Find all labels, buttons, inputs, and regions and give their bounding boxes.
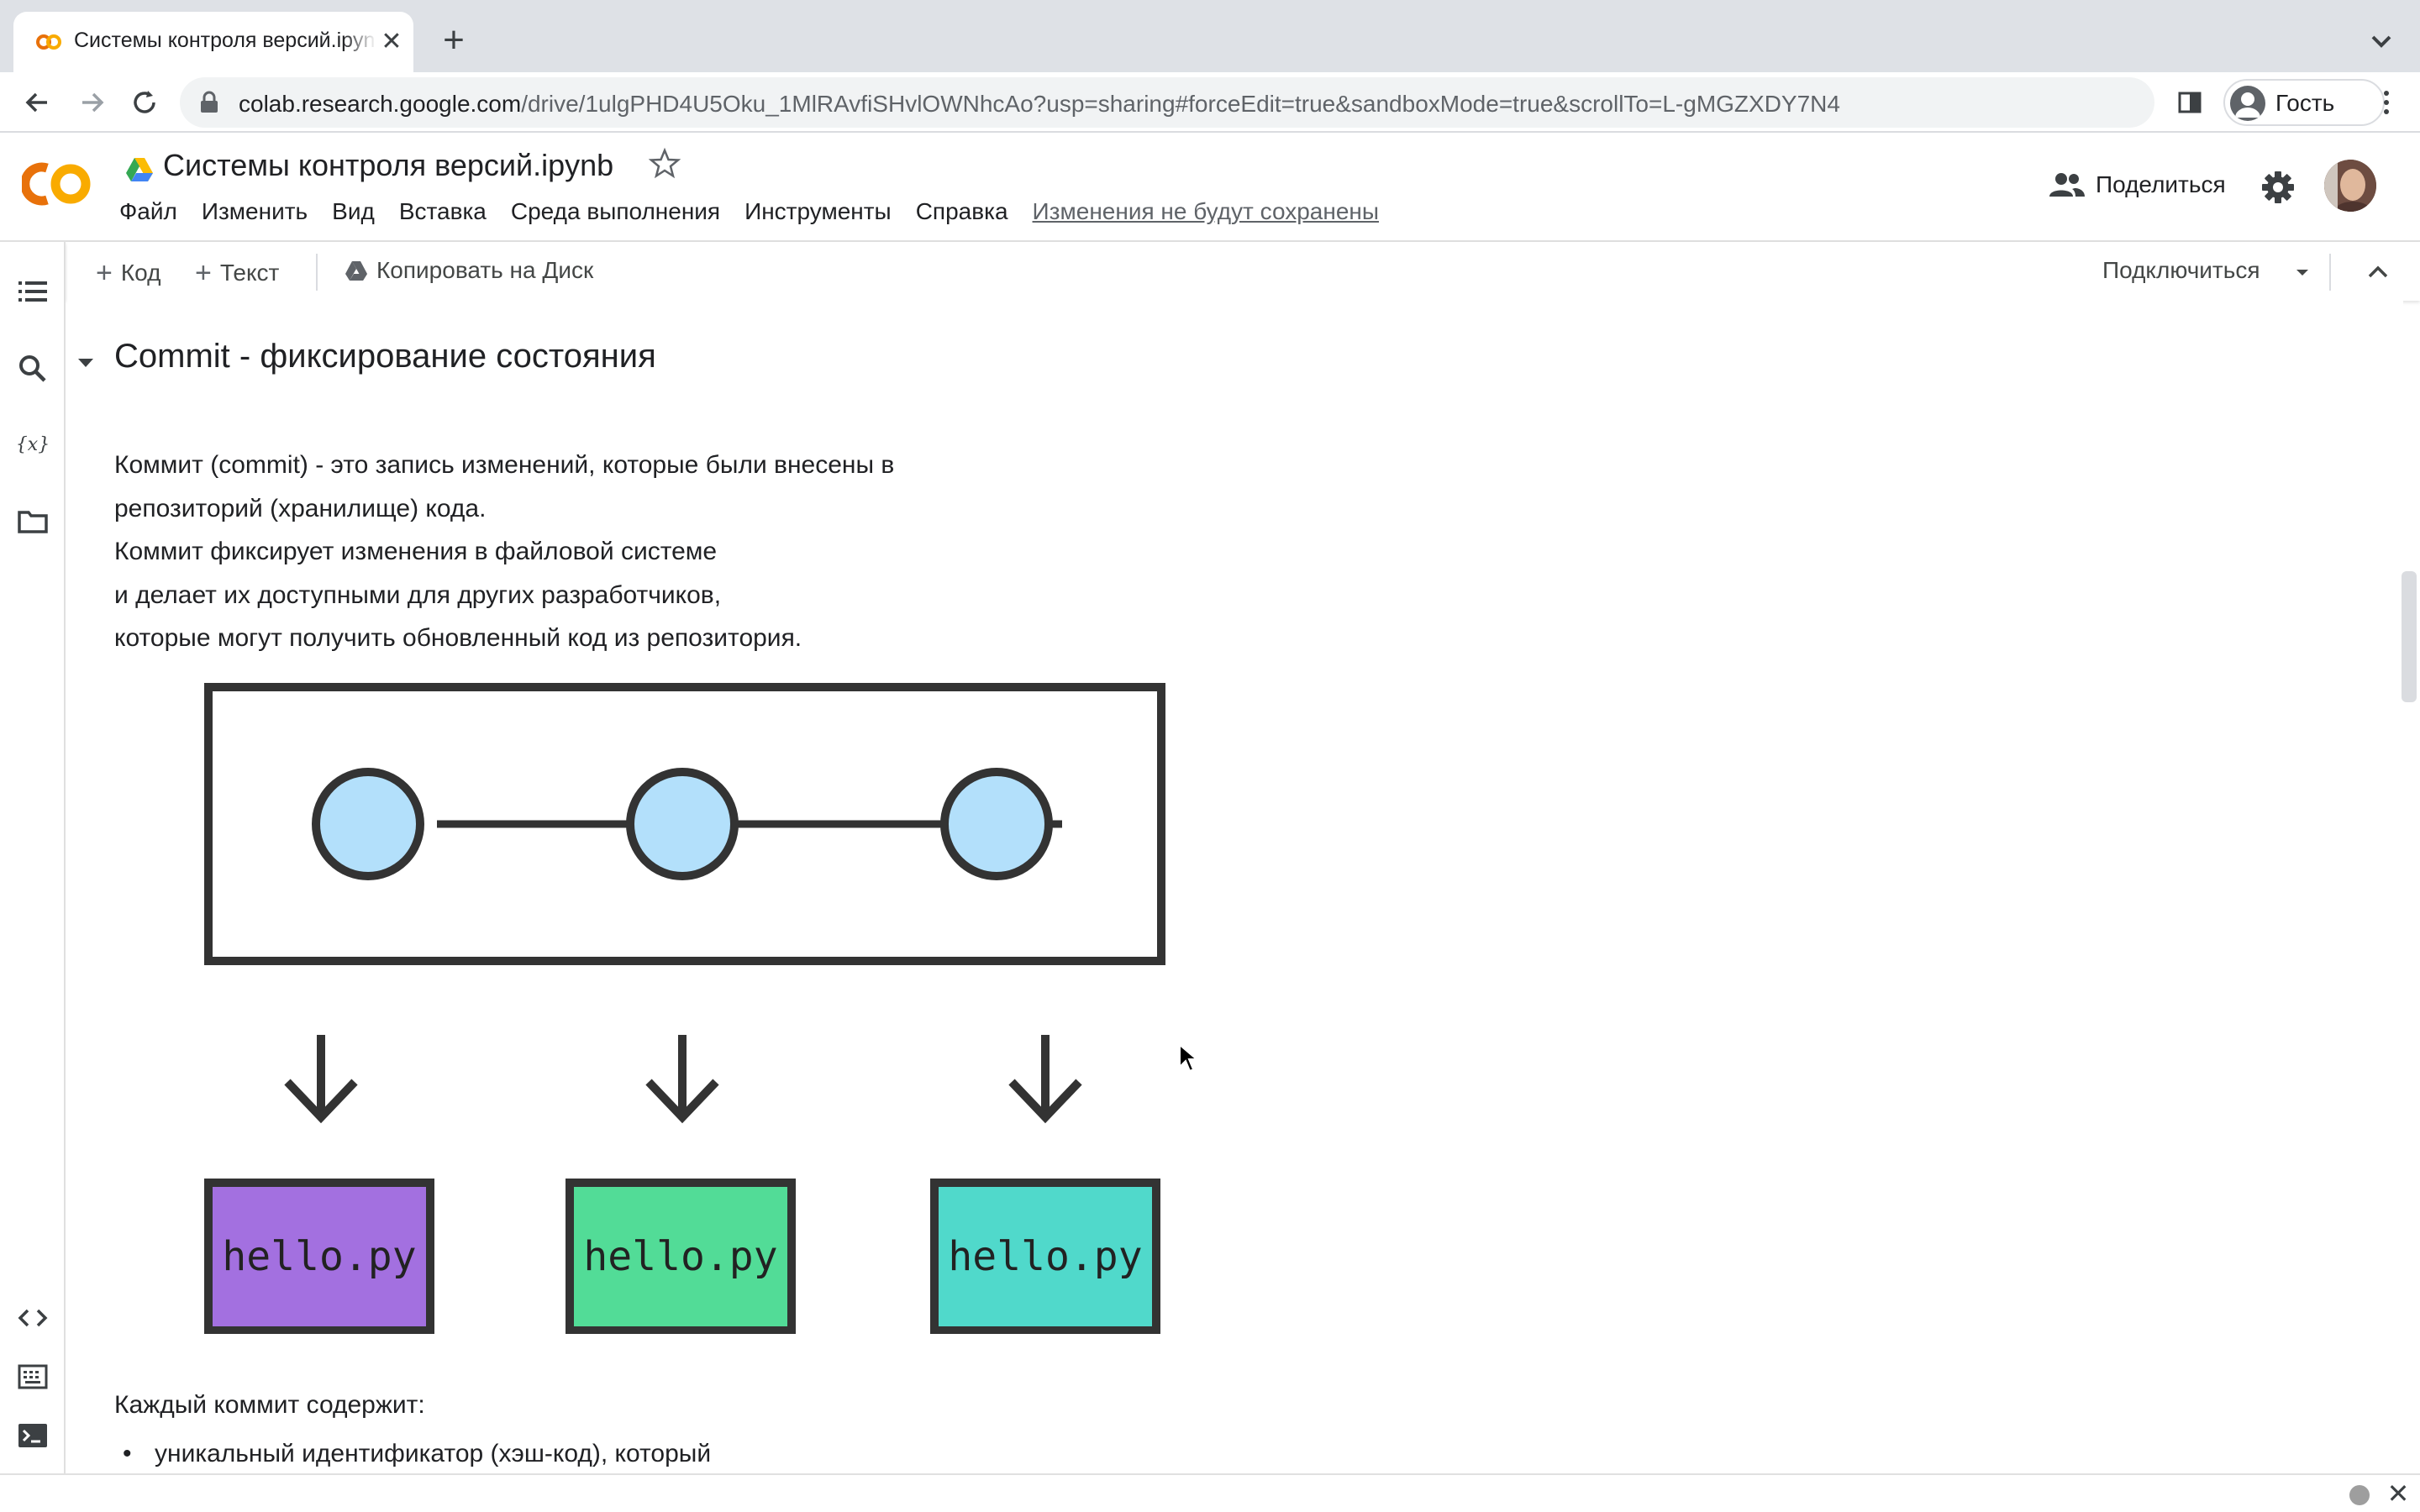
guest-avatar-icon bbox=[2230, 86, 2265, 121]
profile-button[interactable]: Гость bbox=[2223, 79, 2385, 126]
side-panel-icon[interactable] bbox=[2176, 89, 2203, 116]
share-label: Поделиться bbox=[2096, 171, 2226, 197]
variables-icon[interactable]: {x} bbox=[15, 427, 50, 462]
file-label-2: hello.py bbox=[583, 1233, 777, 1280]
lock-icon[interactable] bbox=[198, 91, 220, 114]
browser-tab[interactable]: Системы контроля версий.ipynb ✕ bbox=[13, 12, 413, 72]
file-box-1 bbox=[204, 1179, 434, 1334]
add-code-button[interactable]: + Код bbox=[96, 257, 161, 289]
paragraph-line: репозиторий (хранилище) кода. bbox=[114, 494, 487, 522]
copy-to-drive-label: Копировать на Диск bbox=[376, 257, 594, 283]
toolbar-divider bbox=[316, 254, 318, 291]
tab-close-icon[interactable]: ✕ bbox=[381, 28, 402, 55]
menu-tools[interactable]: Инструменты bbox=[744, 198, 892, 224]
menu-help[interactable]: Справка bbox=[915, 198, 1008, 224]
commit-node-1 bbox=[312, 768, 424, 880]
file-label-3: hello.py bbox=[948, 1233, 1142, 1280]
add-code-label: Код bbox=[120, 260, 161, 286]
files-icon[interactable] bbox=[15, 504, 50, 539]
commit-contains-label: Каждый коммит содержит: bbox=[114, 1391, 425, 1419]
menu-insert[interactable]: Вставка bbox=[398, 198, 487, 224]
url-text[interactable]: colab.research.google.com/drive/1ulgPHD4… bbox=[239, 91, 1840, 118]
colab-logo-icon[interactable] bbox=[22, 155, 94, 213]
status-bar: ✕ bbox=[0, 1473, 2420, 1512]
connect-button[interactable]: Подключиться bbox=[2102, 257, 2260, 283]
add-text-button[interactable]: + Текст bbox=[195, 257, 280, 289]
plus-icon: + bbox=[96, 257, 113, 289]
command-palette-icon[interactable] bbox=[15, 1359, 50, 1394]
colab-favicon-icon bbox=[36, 34, 61, 50]
section-heading: Commit - фиксирование состояния bbox=[114, 338, 656, 375]
file-box-2 bbox=[566, 1179, 796, 1334]
gear-icon[interactable] bbox=[2260, 170, 2296, 205]
back-icon[interactable] bbox=[20, 86, 54, 119]
notebook-title[interactable]: Системы контроля версий.ipynb bbox=[163, 148, 614, 182]
close-icon[interactable]: ✕ bbox=[2386, 1478, 2410, 1509]
drive-icon bbox=[345, 261, 367, 281]
new-tab-button[interactable]: + bbox=[443, 19, 465, 60]
profile-name: Гость bbox=[2275, 90, 2335, 116]
toolbar-divider bbox=[2329, 254, 2331, 291]
arrow-down-icon bbox=[645, 1035, 719, 1124]
arrow-down-icon bbox=[284, 1035, 358, 1124]
terminal-icon[interactable] bbox=[15, 1418, 50, 1453]
browser-toolbar: colab.research.google.com/drive/1ulgPHD4… bbox=[0, 72, 2420, 133]
notebook-toolbar: + Код + Текст Копировать на Диск Подключит… bbox=[67, 242, 2420, 301]
paragraph-line: Коммит (commit) - это запись изменений, … bbox=[114, 451, 895, 479]
search-icon[interactable] bbox=[15, 351, 50, 386]
file-box-3 bbox=[930, 1179, 1160, 1334]
code-snippets-icon[interactable] bbox=[15, 1300, 50, 1336]
tab-title: Системы контроля версий.ipynb bbox=[74, 29, 376, 53]
commit-diagram: hello.py hello.py hello.py bbox=[204, 683, 1165, 1334]
reload-icon[interactable] bbox=[128, 86, 161, 119]
more-vert-icon[interactable] bbox=[2370, 86, 2403, 119]
add-text-label: Текст bbox=[219, 260, 280, 286]
paragraph-line: Коммит фиксирует изменения в файловой си… bbox=[114, 538, 718, 565]
left-sidebar: {x} bbox=[0, 242, 66, 1473]
google-drive-icon[interactable] bbox=[124, 156, 155, 183]
browser-tab-strip: Системы контроля версий.ipynb ✕ + bbox=[0, 0, 2420, 72]
menu-file[interactable]: Файл bbox=[119, 198, 177, 224]
commit-node-2 bbox=[626, 768, 739, 880]
notebook-content: Commit - фиксирование состояния Коммит (… bbox=[67, 301, 2403, 1473]
unsaved-changes-link[interactable]: Изменения не будут сохранены bbox=[1032, 198, 1379, 224]
runtime-status-icon[interactable] bbox=[2349, 1485, 2370, 1505]
file-label-1: hello.py bbox=[222, 1233, 416, 1280]
copy-to-drive-button[interactable]: Копировать на Диск bbox=[345, 257, 593, 287]
url-path: /drive/1ulgPHD4U5Oku_1MlRAvfiSHvlOWNhcAo… bbox=[521, 91, 1840, 117]
tab-list-icon[interactable] bbox=[2363, 25, 2400, 59]
colab-header: Системы контроля версий.ipynb Файл Измен… bbox=[0, 133, 2420, 242]
svg-text:{x}: {x} bbox=[16, 434, 50, 455]
arrow-down-icon bbox=[1008, 1035, 1082, 1124]
scrollbar-thumb[interactable] bbox=[2402, 571, 2417, 702]
caret-down-icon[interactable] bbox=[2292, 262, 2312, 282]
paragraph-line: которые могут получить обновленный код и… bbox=[114, 624, 802, 652]
forward-icon[interactable] bbox=[76, 86, 109, 119]
mouse-cursor-icon bbox=[1179, 1043, 1198, 1073]
account-avatar[interactable] bbox=[2324, 160, 2376, 212]
people-icon bbox=[2049, 173, 2085, 197]
toc-icon[interactable] bbox=[15, 274, 50, 309]
paragraph-line: и делает их доступными для других разраб… bbox=[114, 580, 722, 609]
list-item: уникальный идентификатор (хэш-код), кото… bbox=[123, 1440, 711, 1468]
chevron-up-icon[interactable] bbox=[2363, 257, 2393, 287]
commit-node-3 bbox=[940, 768, 1053, 880]
menu-view[interactable]: Вид bbox=[332, 198, 375, 224]
collapse-section-icon[interactable] bbox=[76, 353, 96, 373]
url-host: colab.research.google.com bbox=[239, 91, 522, 117]
menu-edit[interactable]: Изменить bbox=[201, 198, 308, 224]
text-cell-paragraph: Коммит (commit) - это запись изменений, … bbox=[114, 444, 894, 660]
plus-icon: + bbox=[195, 257, 212, 289]
menu-runtime[interactable]: Среда выполнения bbox=[510, 198, 721, 224]
menu-bar: Файл Изменить Вид Вставка Среда выполнен… bbox=[119, 198, 1403, 228]
address-bar[interactable]: colab.research.google.com/drive/1ulgPHD4… bbox=[180, 77, 2154, 128]
star-icon[interactable] bbox=[647, 146, 682, 181]
